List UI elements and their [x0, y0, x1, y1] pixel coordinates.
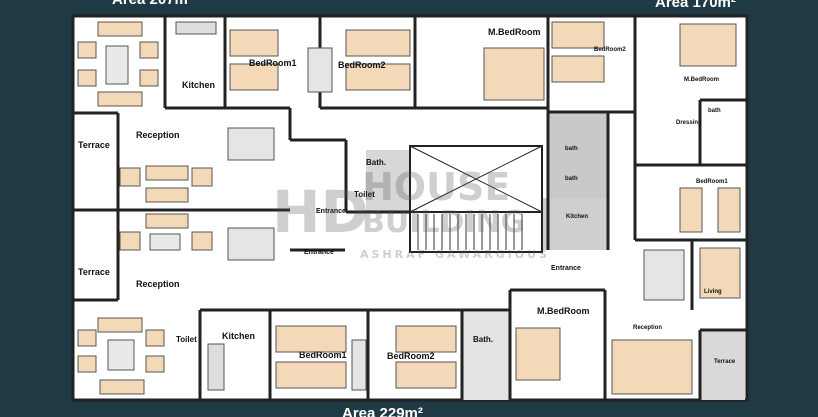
- label-dressing: Dressing: [676, 120, 702, 126]
- kitchen-tiles-right: [541, 198, 608, 250]
- label-bedroom2-bottom: BedRoom2: [387, 351, 435, 361]
- interior-walls: [73, 16, 747, 400]
- label-kitchen-top: Kitchen: [182, 80, 215, 90]
- label-terrace-2: Terrace: [78, 267, 110, 277]
- label-reception-1: Reception: [136, 130, 180, 140]
- label-bedroom2-right: BedRoom2: [594, 47, 626, 53]
- label-bath-right-3: bath: [708, 108, 721, 114]
- label-terrace-1: Terrace: [78, 140, 110, 150]
- label-bedroom1-right: BedRoom1: [696, 179, 728, 185]
- watermark-logo: HD HOUSE BUILDING ASHRAF GAWARGIOUS: [272, 165, 550, 261]
- label-mbedroom-right: M.BedRoom: [684, 77, 719, 83]
- label-reception-2: Reception: [136, 279, 180, 289]
- bath-tiles-right: [548, 112, 608, 198]
- label-mbedroom-bottom: M.BedRoom: [537, 306, 590, 316]
- label-entrance-right: Entrance: [551, 265, 581, 272]
- label-mbedroom-top: M.BedRoom: [488, 27, 541, 37]
- label-bath-center: Bath.: [366, 158, 386, 167]
- label-bedroom2-top: BedRoom2: [338, 60, 386, 70]
- label-bedroom1-top: BedRoom1: [249, 58, 297, 68]
- label-toilet-center: Toilet: [354, 190, 375, 199]
- label-kitchen-right: Kitchen: [566, 214, 588, 220]
- label-bath-bottom: Bath.: [473, 335, 493, 344]
- label-bedroom1-bottom: BedRoom1: [299, 350, 347, 360]
- bath-tiles-bottom: [462, 312, 510, 400]
- label-bath-right-2: bath: [565, 176, 578, 182]
- label-entrance-left: Entrance: [304, 249, 334, 256]
- svg-text:ASHRAF GAWARGIOUS: ASHRAF GAWARGIOUS: [360, 248, 550, 261]
- stair-core: [409, 145, 543, 253]
- terrace-tiles-right: [700, 330, 745, 400]
- area-top-left-caption: Area 207m: [112, 0, 188, 8]
- svg-text:HOUSE: HOUSE: [362, 165, 510, 209]
- room-labels: Kitchen BedRoom1 BedRoom2 M.BedRoom Terr…: [78, 27, 736, 365]
- label-living: Living: [704, 289, 722, 295]
- bath-tiles-center: [366, 150, 411, 212]
- label-entrance-center: Entrance: [316, 208, 346, 215]
- label-terrace-right: Terrace: [714, 359, 736, 365]
- label-reception-right: Reception: [633, 325, 662, 331]
- svg-text:HD: HD: [272, 178, 369, 246]
- label-bath-right-1: bath: [565, 146, 578, 152]
- area-top-right-caption: Area 170m²: [655, 0, 736, 11]
- label-toilet-bottom: Toilet: [176, 335, 197, 344]
- furniture: [77, 21, 741, 395]
- label-kitchen-bottom: Kitchen: [222, 331, 255, 341]
- svg-text:BUILDING: BUILDING: [362, 205, 525, 240]
- area-bottom-caption: Area 229m²: [342, 405, 423, 417]
